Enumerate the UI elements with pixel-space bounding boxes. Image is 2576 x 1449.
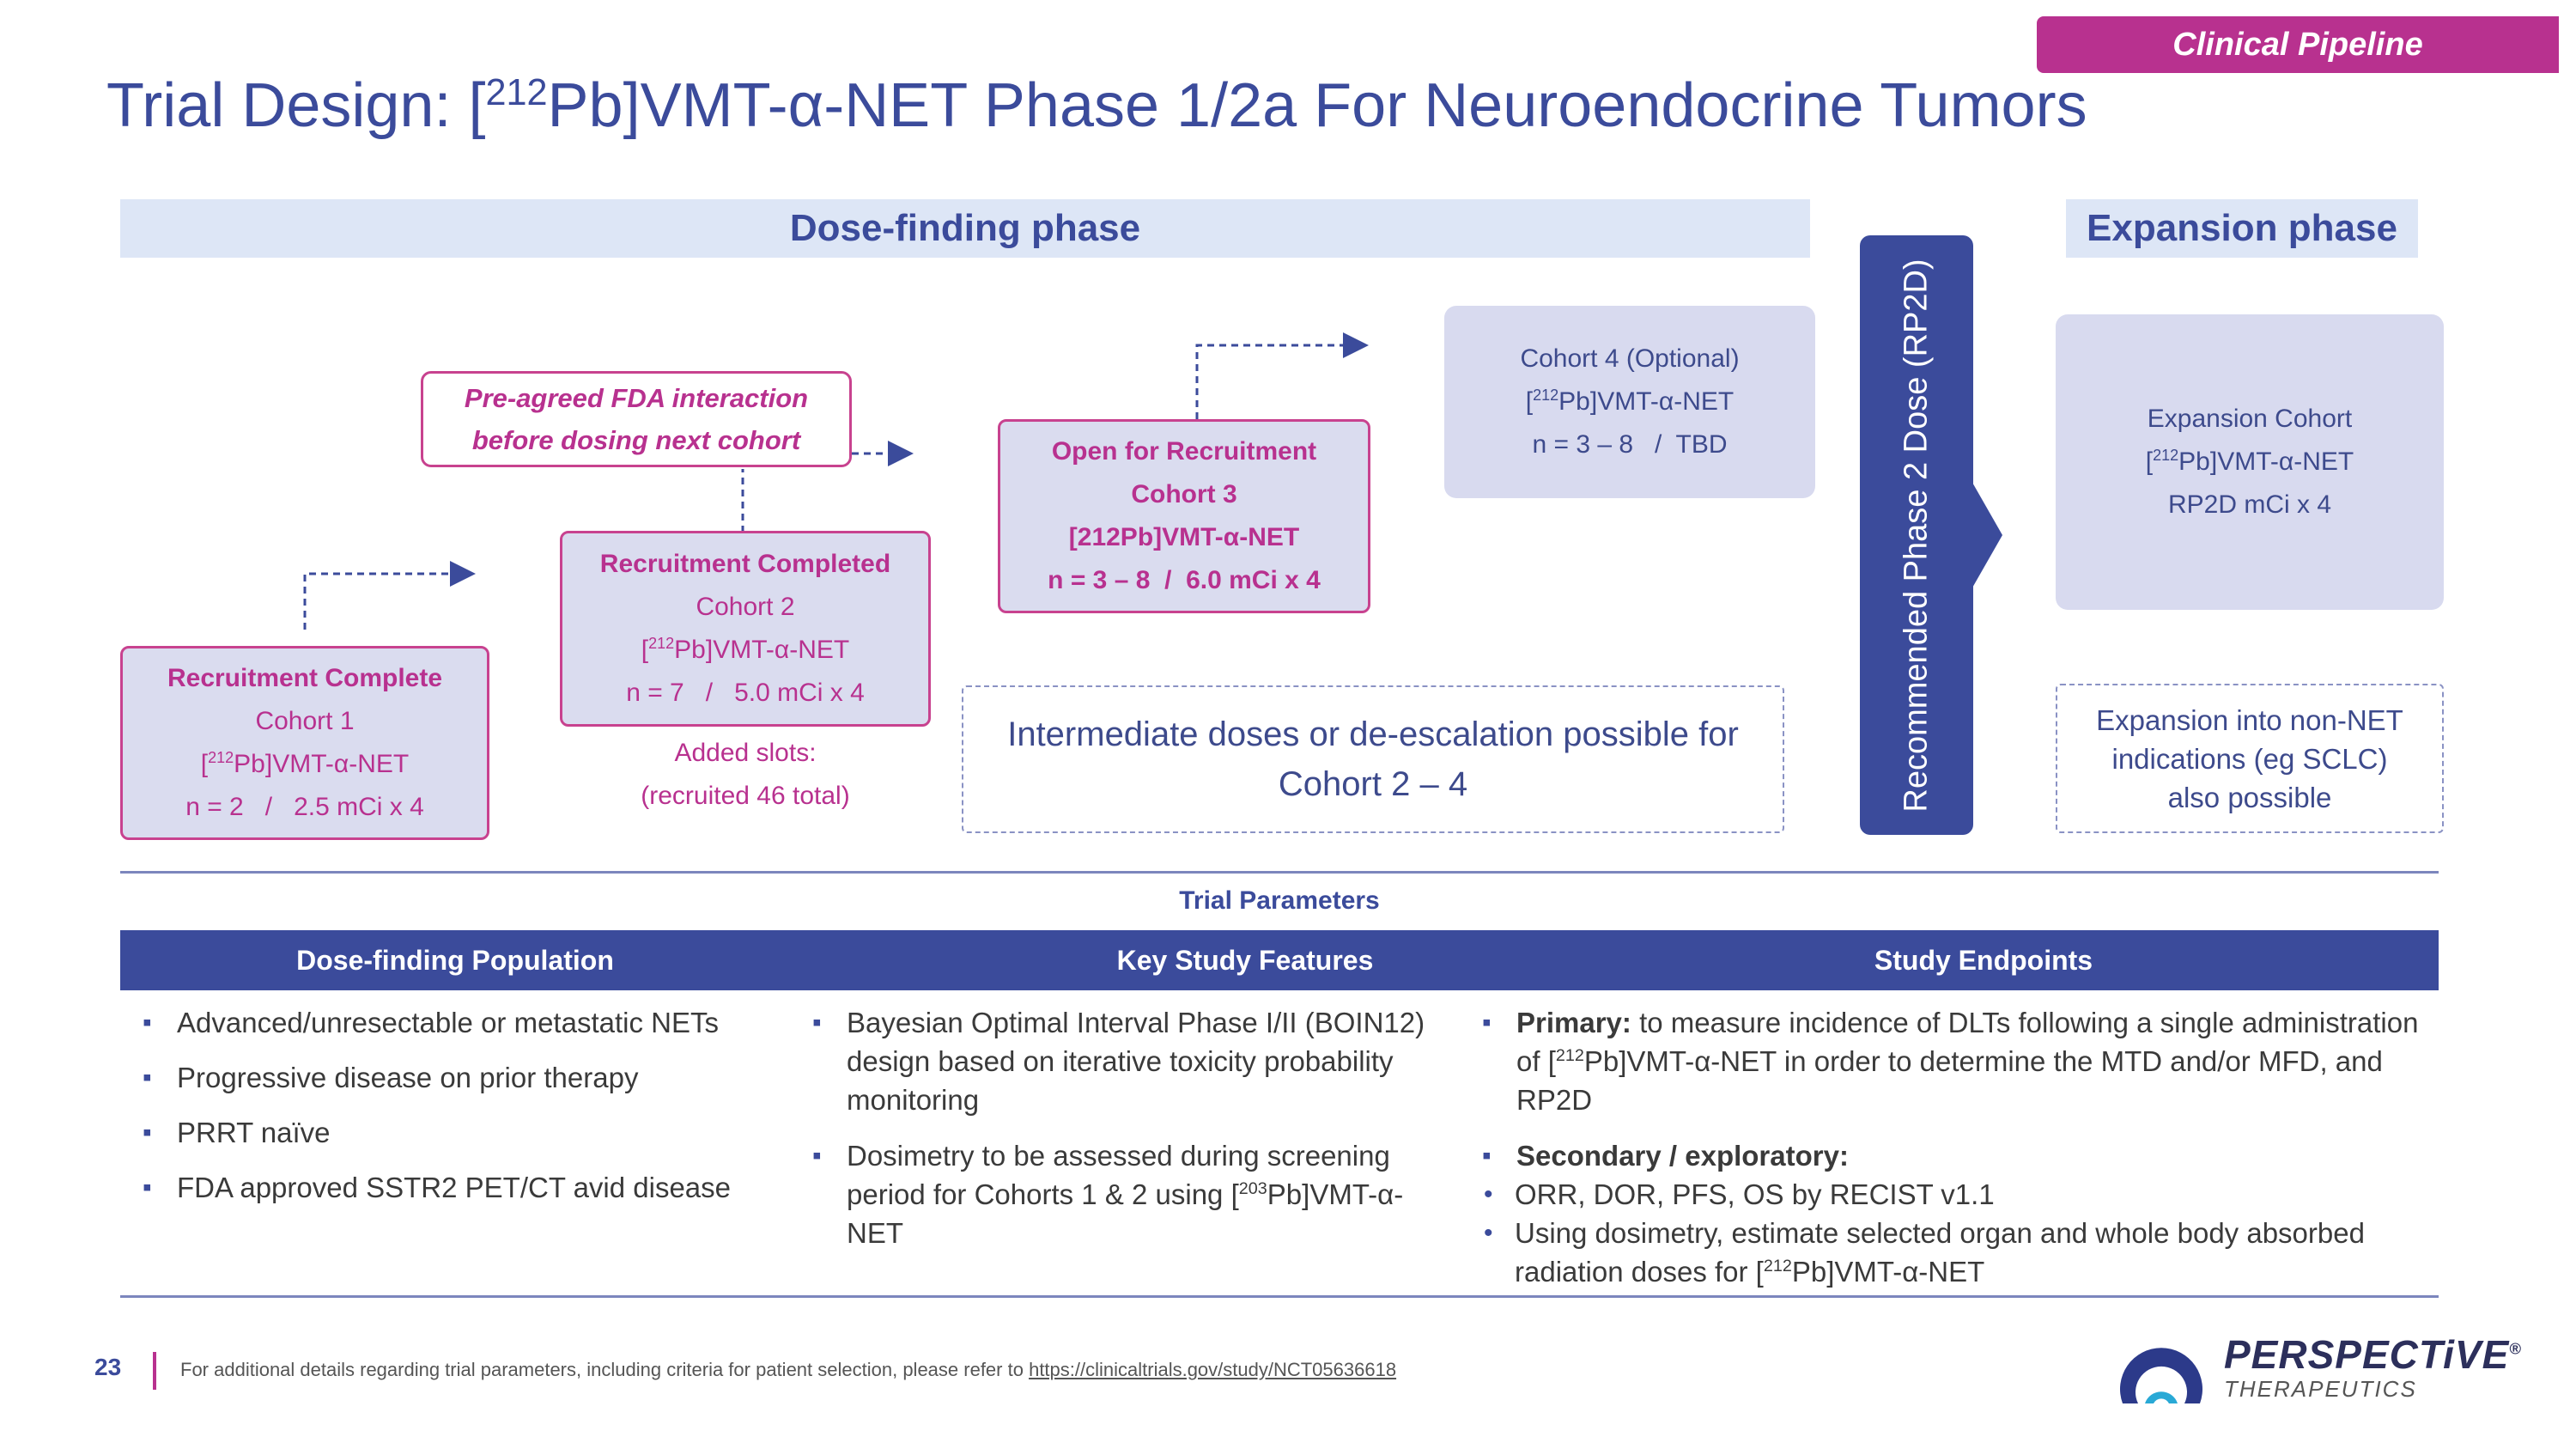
population-column: Advanced/unresectable or metastatic NETs… <box>137 1003 790 1223</box>
sub-item: ORR, DOR, PFS, OS by RECIST v1.1 <box>1477 1175 2430 1214</box>
cohort-2-box: Recruitment Completed Cohort 2 [212Pb]VM… <box>560 531 931 727</box>
cohort-4-box: Cohort 4 (Optional) [212Pb]VMT-α-NET n =… <box>1444 306 1815 498</box>
list-item: Dosimetry to be assessed during screenin… <box>807 1136 1460 1252</box>
sub-item: Using dosimetry, estimate selected organ… <box>1477 1214 2430 1291</box>
endpoints-column: Primary: to measure incidence of DLTs fo… <box>1477 1003 2430 1291</box>
divider-bottom <box>120 1295 2439 1298</box>
footer-divider <box>153 1352 156 1390</box>
footer-note: For additional details regarding trial p… <box>180 1359 1397 1380</box>
perspective-logo-mark <box>2120 1348 2202 1403</box>
expansion-phase-band: Expansion phase <box>2066 199 2418 258</box>
clinical-pipeline-tag: Clinical Pipeline <box>2037 16 2559 73</box>
list-item: Advanced/unresectable or metastatic NETs <box>137 1003 790 1042</box>
list-item: PRRT naïve <box>137 1113 790 1152</box>
list-item-secondary: Secondary / exploratory: <box>1477 1136 2430 1175</box>
parameters-header: Dose-finding Population Key Study Featur… <box>120 930 2439 990</box>
header-population: Dose-finding Population <box>296 944 614 976</box>
rp2d-label: Recommended Phase 2 Dose (RP2D) <box>1898 258 1935 813</box>
cohort-2-added-slots: Added slots: (recruited 46 total) <box>641 739 850 810</box>
cohort-4-drug: [212Pb]VMT-α-NET <box>1525 387 1735 416</box>
list-item-primary: Primary: to measure incidence of DLTs fo… <box>1477 1003 2430 1119</box>
cohort-3-box: Open for Recruitment Cohort 3 [212Pb]VMT… <box>998 419 1370 613</box>
intermediate-doses-note: Intermediate doses or de-escalation poss… <box>962 685 1784 833</box>
expansion-cohort-box: Expansion Cohort [212Pb]VMT-α-NET RP2D m… <box>2056 314 2444 610</box>
cohort-1-drug: [212Pb]VMT-α-NET <box>200 749 410 778</box>
page-number: 23 <box>94 1354 122 1380</box>
rp2d-bar <box>1860 235 1973 835</box>
divider-top <box>120 871 2439 874</box>
list-item: FDA approved SSTR2 PET/CT avid disease <box>137 1168 790 1207</box>
cohort-1-box: Recruitment Complete Cohort 1 [212Pb]VMT… <box>120 646 489 840</box>
list-item: Progressive disease on prior therapy <box>137 1058 790 1097</box>
header-endpoints: Study Endpoints <box>1874 944 2093 976</box>
logo-subtitle: THERAPEUTICS <box>2224 1376 2417 1402</box>
logo-wordmark: PERSPECTiVE® <box>2224 1332 2522 1377</box>
trial-parameters-title: Trial Parameters <box>1179 886 1380 915</box>
header-features: Key Study Features <box>1116 944 1374 976</box>
expansion-note: Expansion into non-NET indications (eg S… <box>2056 684 2444 833</box>
rp2d-chevron <box>1971 481 2002 589</box>
page-title: Trial Design: [212Pb]VMT-α-NET Phase 1/2… <box>106 71 2087 140</box>
features-column: Bayesian Optimal Interval Phase I/II (BO… <box>807 1003 1460 1269</box>
cohort-2-drug: [212Pb]VMT-α-NET <box>641 635 850 664</box>
fda-interaction-note: Pre-agreed FDA interaction before dosing… <box>421 371 852 467</box>
list-item: Bayesian Optimal Interval Phase I/II (BO… <box>807 1003 1460 1119</box>
expansion-cohort-drug: [212Pb]VMT-α-NET <box>2145 447 2354 476</box>
clinicaltrials-link[interactable]: https://clinicaltrials.gov/study/NCT0563… <box>1029 1359 1397 1380</box>
dose-finding-phase-band: Dose-finding phase <box>120 199 1810 258</box>
